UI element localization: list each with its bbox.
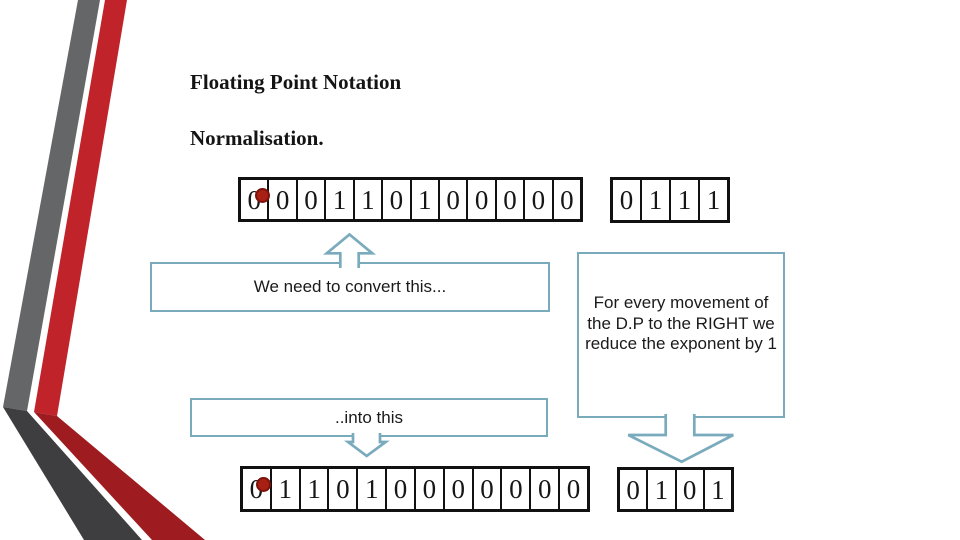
- bit-cell: 0: [619, 185, 634, 215]
- bit-cell: 1: [698, 180, 727, 220]
- bit-cell: 0: [551, 180, 580, 219]
- bit-cell: 1: [352, 180, 381, 219]
- stripe-gray-lower: [3, 407, 142, 540]
- stripe-red-lower: [34, 412, 205, 540]
- bit-cell: 1: [409, 180, 438, 219]
- page-title: Floating Point Notation: [190, 70, 402, 94]
- bit-cell: 1: [640, 180, 669, 220]
- bit-cell: 0: [500, 469, 529, 509]
- bit-cell: 1: [702, 470, 731, 509]
- bit-cell: 0: [471, 469, 501, 509]
- bit-cell: 0: [437, 180, 466, 219]
- rule-text-line: For every movement of: [593, 293, 769, 312]
- bit-cell: 0: [413, 469, 443, 509]
- up-arrow-icon: [322, 232, 377, 268]
- stripe-red-upper: [34, 0, 127, 416]
- rule-text-line: reduce the exponent by 1: [585, 334, 777, 353]
- stripe-gray-upper: [3, 0, 100, 411]
- bit-cell: 0: [558, 469, 587, 509]
- rule-text-line: the D.P to the RIGHT we: [587, 313, 775, 333]
- bit-cell: 0: [466, 180, 494, 219]
- bit-cell: 1: [356, 469, 385, 509]
- bit-cell: 1: [669, 180, 698, 220]
- corner-stripe-decoration: [3, 0, 205, 540]
- convert-callout-box: We need to convert this...: [150, 262, 550, 312]
- bit-cell: 0: [295, 180, 324, 219]
- bit-cell: 0: [385, 469, 414, 509]
- radix-point-dot-top: [255, 188, 270, 203]
- bit-cell: 0: [626, 474, 640, 505]
- page-subtitle: Normalisation.: [190, 126, 324, 150]
- bit-cell: 0: [267, 180, 295, 219]
- bit-cell: 0: [494, 180, 523, 219]
- bit-cell: 0: [529, 469, 558, 509]
- bit-cell: 1: [324, 180, 352, 219]
- bit-cell: 0: [523, 180, 551, 219]
- bit-cell: 1: [646, 470, 674, 509]
- convert-callout-label: We need to convert this...: [253, 277, 447, 296]
- bit-cell: 0: [327, 469, 356, 509]
- bit-cell: 0: [381, 180, 409, 219]
- into-callout-label: ..into this: [334, 407, 404, 427]
- bit-cell: 1: [269, 469, 299, 509]
- bit-cell: 1: [298, 469, 328, 509]
- small-down-arrow-icon: [343, 433, 390, 458]
- bit-cell: 0: [442, 469, 472, 509]
- bit-cell: 0: [674, 470, 703, 509]
- down-arrow-icon: [627, 414, 734, 464]
- radix-point-dot-bottom: [256, 477, 271, 492]
